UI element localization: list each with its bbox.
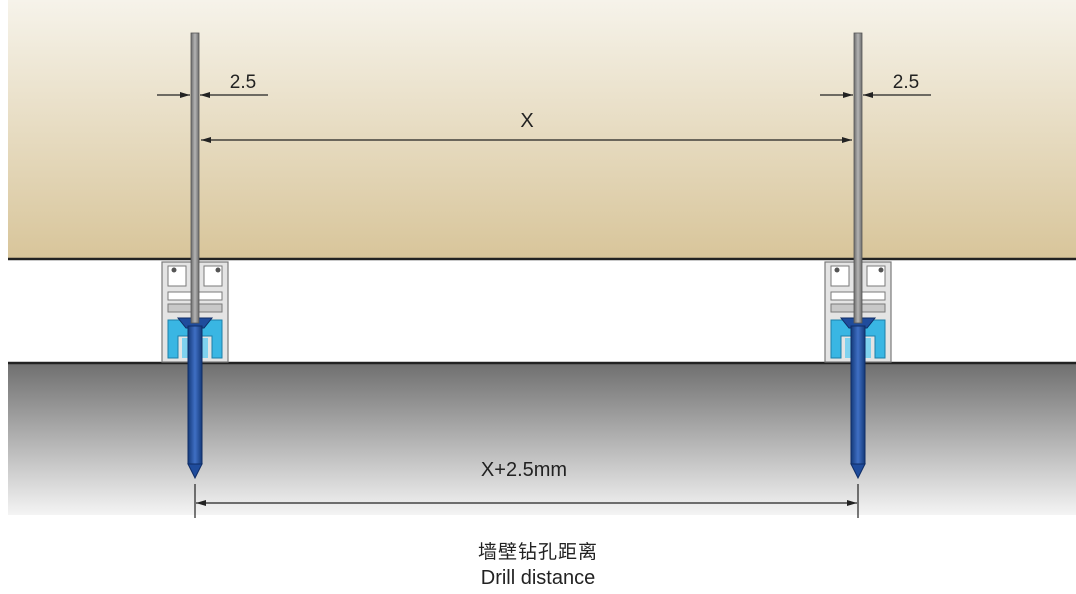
caption-english: Drill distance <box>480 567 596 589</box>
drill-spacing-label: X+2.5mm <box>481 459 567 481</box>
left-threaded-rod <box>190 32 200 324</box>
right-anchor-bolt <box>839 317 877 480</box>
drill-spacing-dimension: X+2.5mm <box>194 459 859 518</box>
floor-block <box>8 363 1076 515</box>
right-gap-dimension: 2.5 <box>820 72 931 98</box>
right-insert-clip <box>830 319 886 359</box>
left-gap-label: 2.5 <box>230 72 256 93</box>
right-threaded-rod <box>853 32 863 324</box>
left-insert-clip <box>167 319 223 359</box>
caption-chinese: 墙壁钻孔距离 <box>477 542 598 563</box>
rod-spacing-label: X <box>520 110 533 132</box>
left-gap-dimension: 2.5 <box>157 72 268 98</box>
wall-block <box>8 0 1076 259</box>
rod-spacing-dimension: X <box>201 110 852 143</box>
right-gap-label: 2.5 <box>893 72 919 93</box>
